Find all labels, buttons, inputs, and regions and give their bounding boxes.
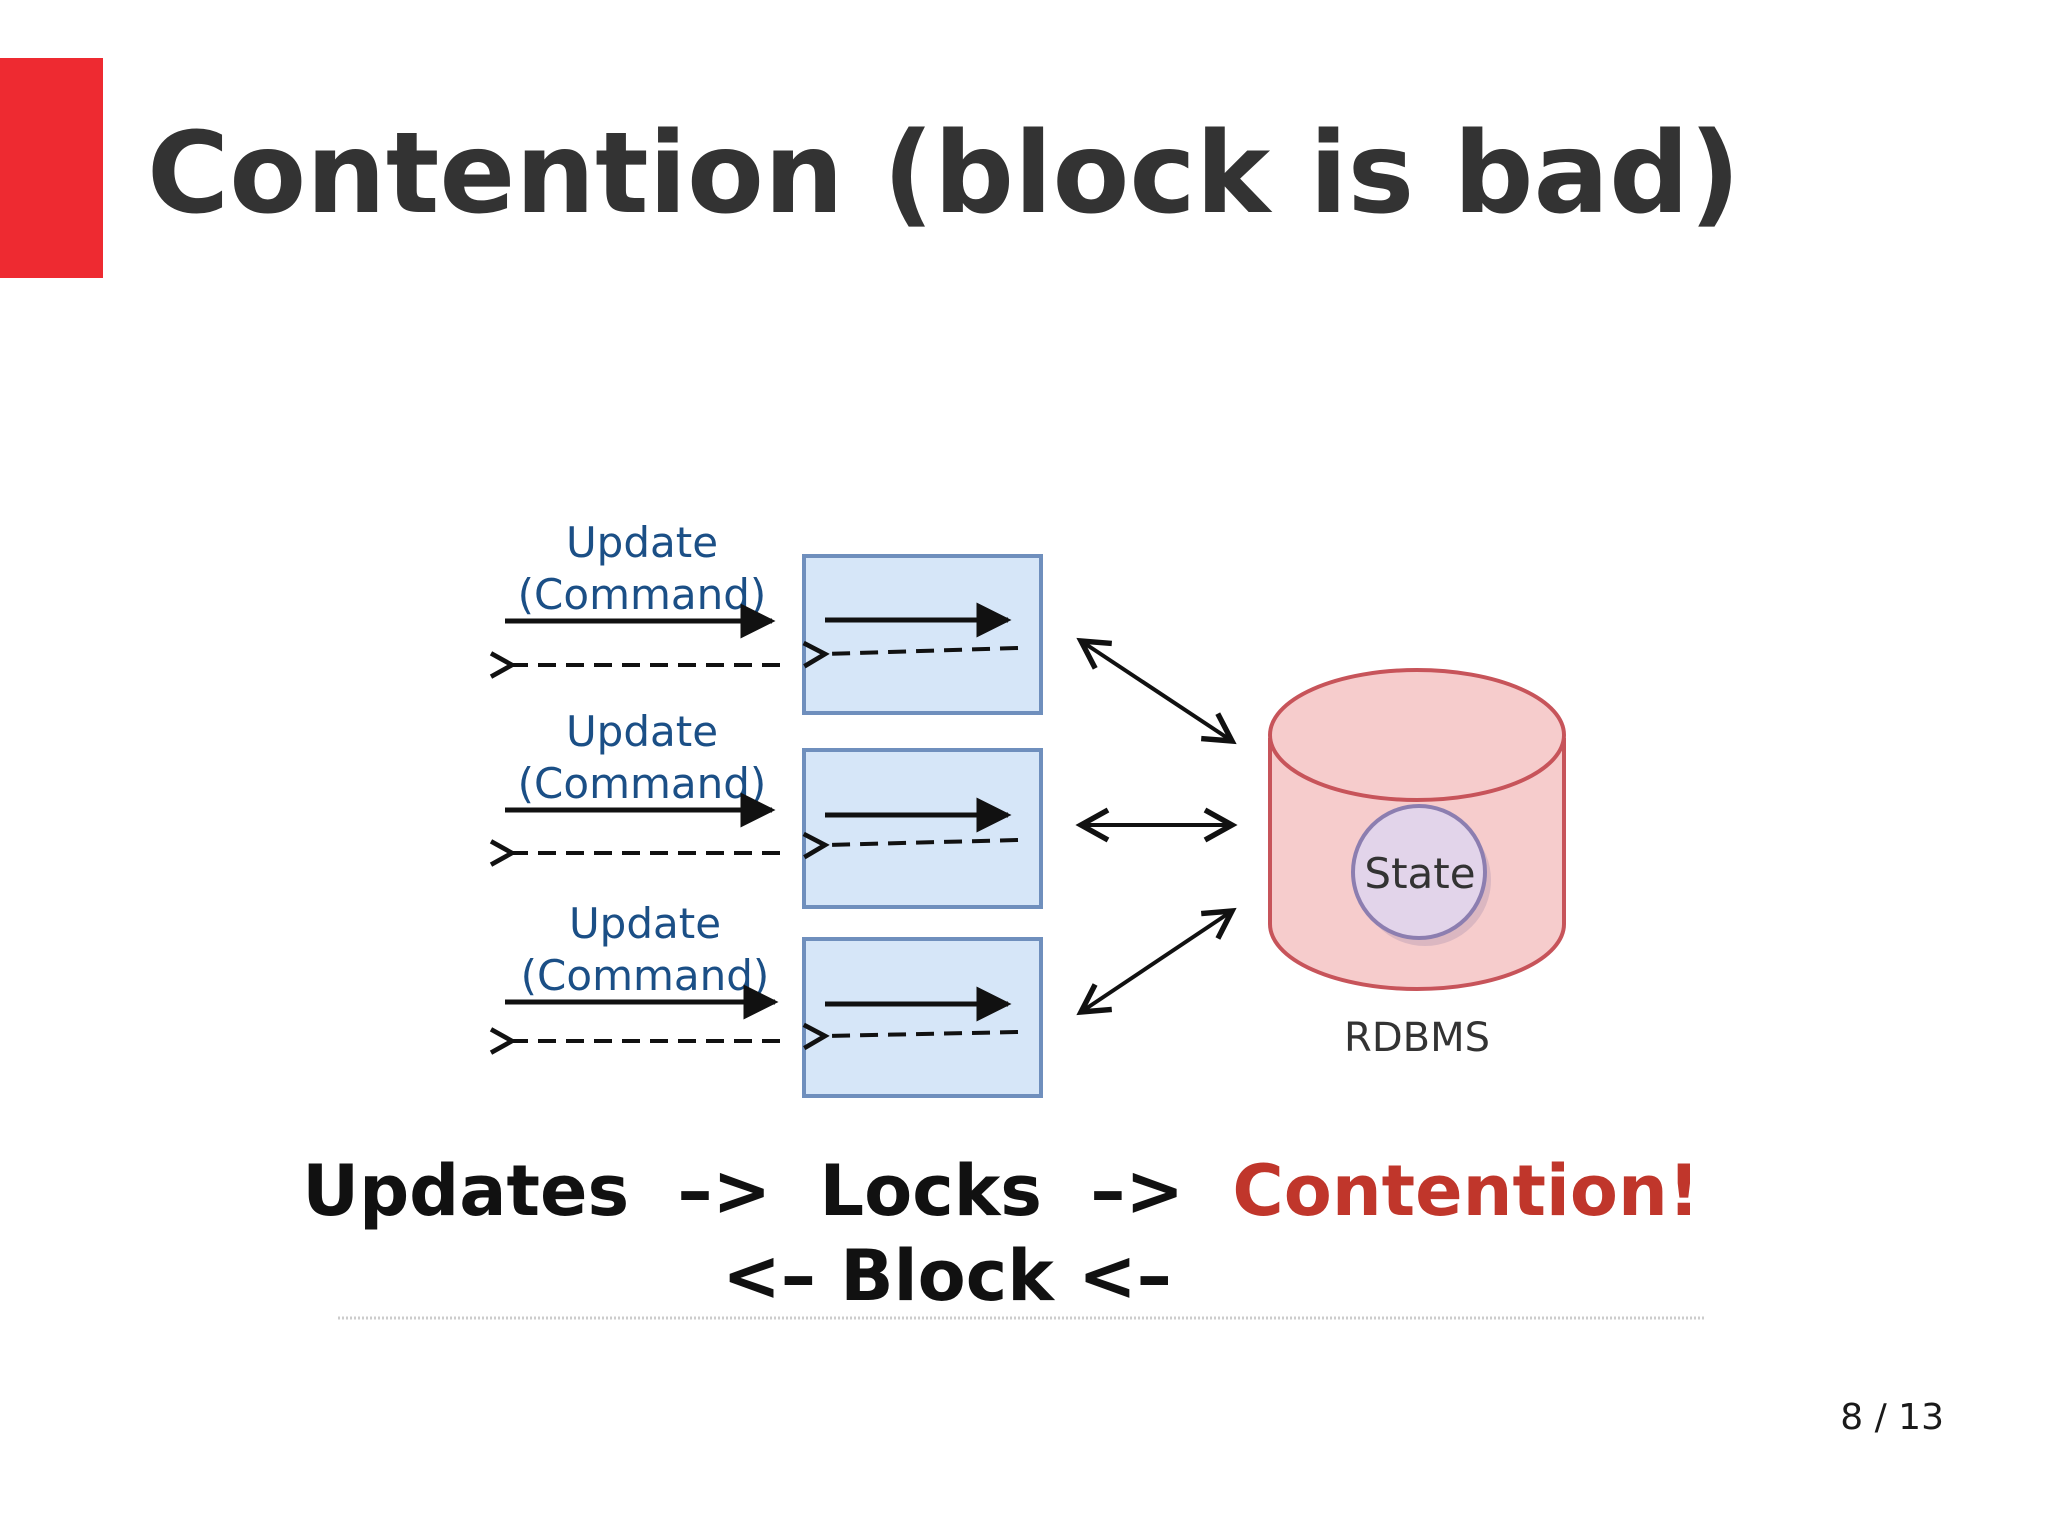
- service-1-label-line2: (Command): [518, 570, 767, 619]
- service-box-3: [802, 937, 1043, 1098]
- service-row-1: Update (Command): [505, 518, 1043, 715]
- caption-updates: Updates: [302, 1150, 629, 1232]
- service-1-label-line1: Update: [566, 518, 718, 567]
- caption-arrow-1: –>: [678, 1150, 772, 1232]
- service-3-inner-response: [825, 1032, 1019, 1036]
- caption-locks: Locks: [820, 1150, 1042, 1232]
- service-row-3: Update (Command): [505, 899, 1043, 1098]
- rdbms-cylinder-top: [1268, 668, 1566, 802]
- caption-line-2: <– Block <–: [722, 1235, 1172, 1317]
- service-2-inner-response: [825, 840, 1019, 845]
- service-1-inner-response: [825, 648, 1019, 654]
- rdbms-cylinder: State: [1268, 668, 1566, 991]
- service-2-label-line2: (Command): [518, 759, 767, 808]
- title-accent-bar: [0, 58, 103, 278]
- service-row-2: Update (Command): [505, 707, 1043, 909]
- caption-line-1: Updates –> Locks –> Contention!: [302, 1150, 1700, 1232]
- db-link-arrow-3: [1076, 907, 1237, 1016]
- page-number: 8 / 13: [1840, 1397, 1944, 1438]
- state-label: State: [1364, 849, 1475, 898]
- caption-arrow-2: –>: [1090, 1150, 1184, 1232]
- service-3-label-line1: Update: [569, 899, 721, 948]
- service-box-1: [802, 554, 1043, 715]
- state-circle: [1351, 804, 1487, 940]
- service-box-2: [802, 748, 1043, 909]
- caption-contention: Contention!: [1232, 1150, 1699, 1232]
- service-2-label-line1: Update: [566, 707, 718, 756]
- service-3-label-line2: (Command): [521, 951, 770, 1000]
- db-link-arrow-1: [1076, 637, 1237, 745]
- rdbms-label: RDBMS: [1344, 1015, 1490, 1061]
- slide-title: Contention (block is bad): [147, 109, 1741, 239]
